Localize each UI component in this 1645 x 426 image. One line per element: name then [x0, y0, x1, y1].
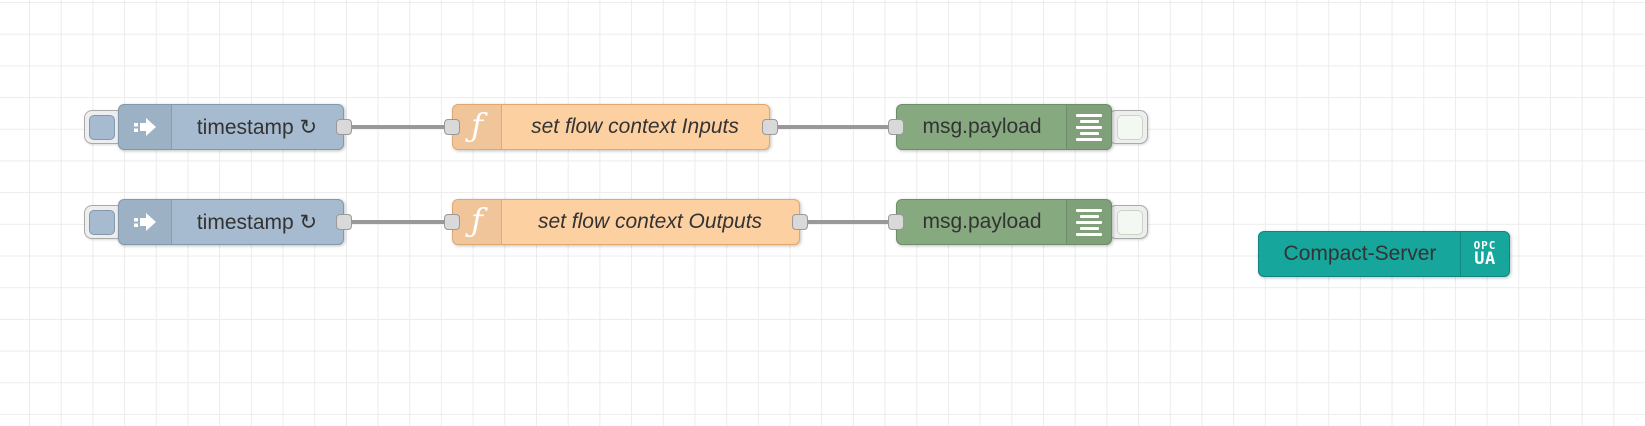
- debug-toggle-face: [1117, 115, 1143, 140]
- wire-inject-to-function-bottom[interactable]: [344, 220, 454, 224]
- inject-button[interactable]: [84, 205, 124, 239]
- function-icon: ƒ: [453, 200, 502, 244]
- function-node-top[interactable]: ƒ set flow context Inputs: [452, 104, 770, 150]
- debug-node-top[interactable]: msg.payload: [896, 104, 1112, 150]
- output-port[interactable]: [792, 214, 808, 230]
- opcua-compact-server-node[interactable]: Compact-Server OPC UA: [1258, 231, 1510, 277]
- node-label: set flow context Outputs: [537, 210, 763, 233]
- node-label: timestamp ↻: [196, 115, 318, 139]
- input-port[interactable]: [444, 214, 460, 230]
- debug-toggle-button[interactable]: [1108, 205, 1148, 239]
- opc-badge-bottom: UA: [1474, 249, 1496, 269]
- inject-button-face: [89, 115, 115, 140]
- function-icon: ƒ: [453, 105, 502, 149]
- function-glyph: ƒ: [471, 201, 483, 239]
- inject-button-face: [89, 210, 115, 235]
- wire-inject-to-function-top[interactable]: [344, 125, 454, 129]
- inject-button[interactable]: [84, 110, 124, 144]
- node-label: set flow context Inputs: [531, 115, 739, 138]
- inject-icon: [119, 105, 172, 149]
- input-port[interactable]: [888, 119, 904, 135]
- opc-badge-top: OPC: [1473, 239, 1497, 252]
- debug-node-bottom[interactable]: msg.payload: [896, 199, 1112, 245]
- wire-function-to-debug-top[interactable]: [768, 125, 898, 129]
- output-port[interactable]: [336, 119, 352, 135]
- debug-toggle-button[interactable]: [1108, 110, 1148, 144]
- function-glyph: ƒ: [471, 106, 483, 144]
- node-label: msg.payload: [922, 210, 1042, 233]
- inject-node-bottom[interactable]: timestamp ↻: [118, 199, 344, 245]
- opc-ua-icon: OPC UA: [1460, 232, 1509, 276]
- debug-toggle-face: [1117, 210, 1143, 235]
- input-port[interactable]: [888, 214, 904, 230]
- wire-function-to-debug-bottom[interactable]: [798, 220, 898, 224]
- node-label: msg.payload: [922, 115, 1042, 138]
- debug-icon: [1066, 200, 1111, 244]
- node-label: Compact-Server: [1283, 242, 1437, 265]
- output-port[interactable]: [336, 214, 352, 230]
- inject-icon: [119, 200, 172, 244]
- inject-node-top[interactable]: timestamp ↻: [118, 104, 344, 150]
- node-label: timestamp ↻: [196, 210, 318, 234]
- output-port[interactable]: [762, 119, 778, 135]
- debug-icon: [1066, 105, 1111, 149]
- input-port[interactable]: [444, 119, 460, 135]
- function-node-bottom[interactable]: ƒ set flow context Outputs: [452, 199, 800, 245]
